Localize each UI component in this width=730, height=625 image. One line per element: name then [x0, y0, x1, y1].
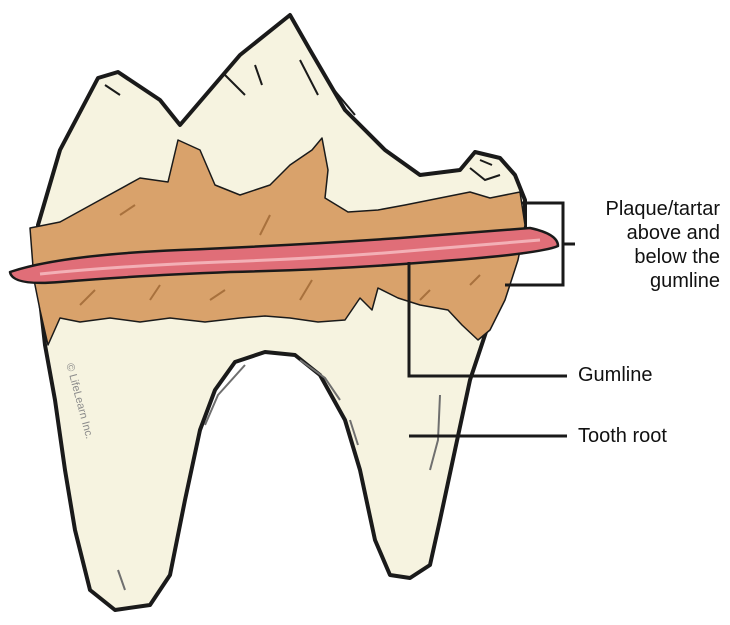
plaque-label-line-2: above and	[626, 222, 720, 244]
plaque-label-line-4: gumline	[649, 270, 720, 292]
plaque-tartar-label: Plaque/tartar above and below the gumlin…	[570, 197, 720, 293]
tartar-crease-lines	[79, 204, 481, 306]
crown-detail-lines	[104, 59, 501, 182]
gumline-leader-line	[407, 262, 567, 378]
tooth-root-label: Tooth root	[578, 425, 667, 447]
gumline-label: Gumline	[578, 364, 653, 386]
plaque-bracket	[505, 201, 575, 287]
plaque-label-line-1: Plaque/tartar	[605, 198, 720, 220]
plaque-label-line-3: below the	[634, 246, 720, 268]
gumline-band	[8, 226, 560, 285]
gumline-highlight	[39, 238, 541, 276]
root-detail-lines	[117, 359, 441, 591]
